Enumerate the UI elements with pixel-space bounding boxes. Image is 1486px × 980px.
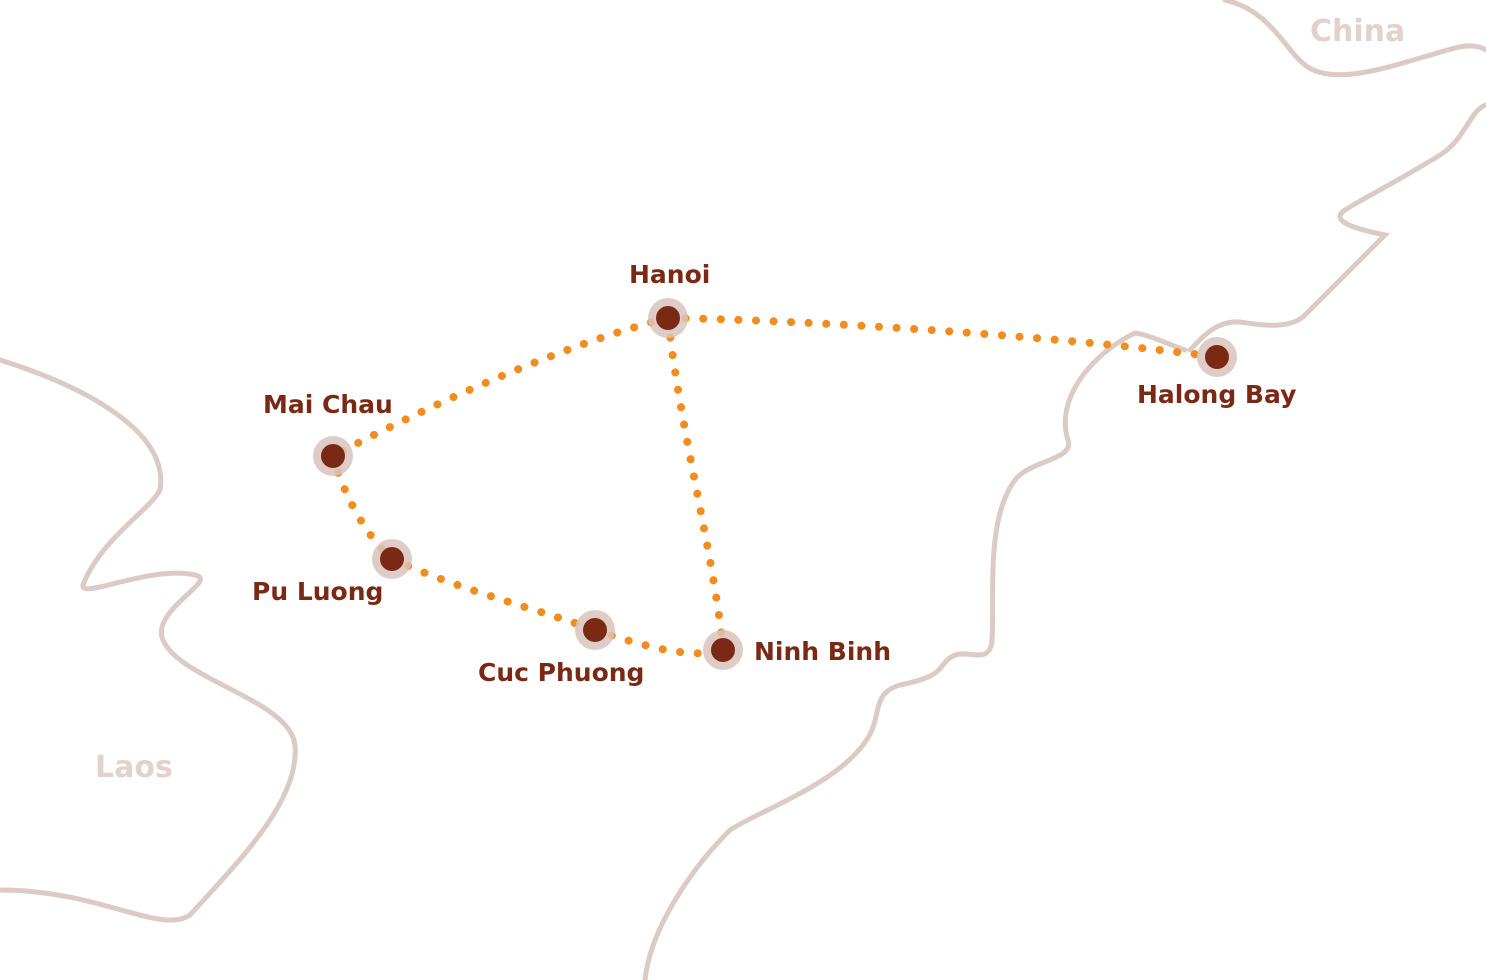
- place-label-ninh-binh[interactable]: Ninh Binh: [754, 637, 892, 666]
- coastline: [642, 102, 1486, 980]
- place-label-pu-luong[interactable]: Pu Luong: [252, 577, 384, 606]
- marker-ninh-binh[interactable]: [711, 638, 735, 662]
- place-label-mai-chau[interactable]: Mai Chau: [263, 390, 393, 419]
- marker-halong-bay[interactable]: [1205, 345, 1229, 369]
- route-ninh-binh-hanoi: [664, 314, 727, 654]
- route-hanoi-mai-chau: [329, 314, 672, 460]
- marker-hanoi[interactable]: [656, 306, 680, 330]
- place-label-halong-bay[interactable]: Halong Bay: [1137, 380, 1297, 409]
- place-label-hanoi[interactable]: Hanoi: [629, 260, 711, 289]
- route-pu-luong-cuc-phuong: [388, 555, 599, 634]
- country-label-china: China: [1310, 14, 1406, 49]
- marker-pu-luong[interactable]: [380, 547, 404, 571]
- marker-mai-chau[interactable]: [321, 444, 345, 468]
- marker-cuc-phuong[interactable]: [583, 618, 607, 642]
- country-label-laos: Laos: [95, 750, 173, 785]
- border-laos: [0, 357, 298, 923]
- border-china: [1222, 0, 1486, 78]
- place-label-cuc-phuong[interactable]: Cuc Phuong: [478, 658, 645, 687]
- route-hanoi-halong-bay: [664, 314, 1221, 361]
